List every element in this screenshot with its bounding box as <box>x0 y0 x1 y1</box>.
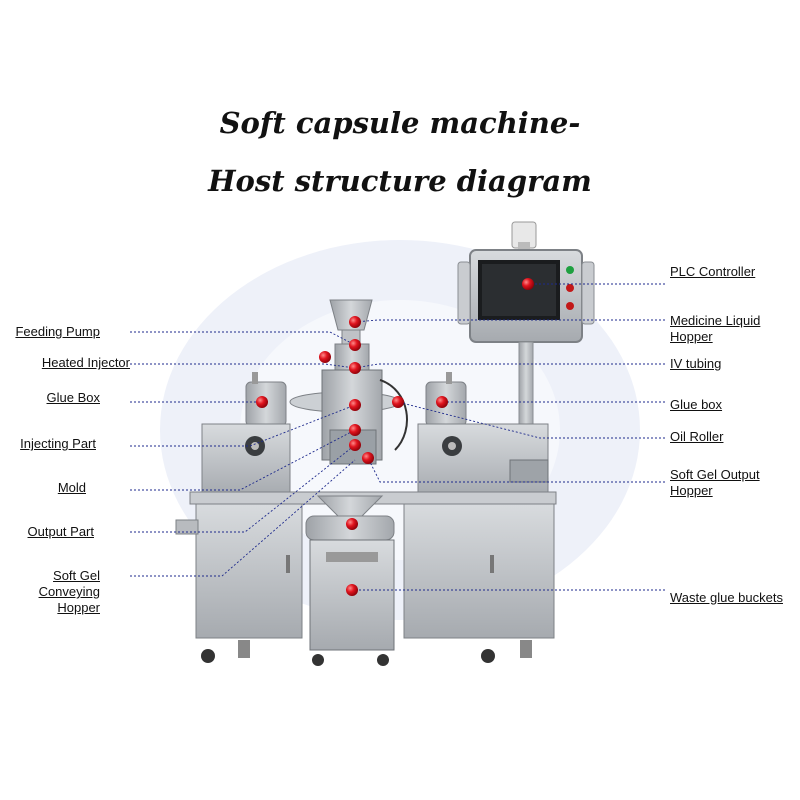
label-mold: Mold <box>57 480 86 495</box>
label-injecting-part: Injecting Part <box>20 436 96 451</box>
markers <box>256 278 534 596</box>
plc-controller-unit <box>457 221 595 463</box>
label-glue-box-right: Glue box <box>670 397 723 412</box>
leader-mold <box>130 429 356 491</box>
marker-soft-gel-output-hopper <box>362 452 374 464</box>
side-bodies <box>201 423 549 497</box>
marker-glue-box-left <box>256 396 268 408</box>
waste-glue-bucket <box>309 539 395 666</box>
leader-soft-gel-conveying-hopper <box>130 459 356 577</box>
base-cabinet <box>175 491 557 639</box>
marker-feeding-pump <box>349 339 361 351</box>
label-glue-box-left: Glue Box <box>46 390 100 405</box>
label-oil-roller: Oil Roller <box>670 429 724 444</box>
label-soft-gel-output-hopper: Soft Gel Output Hopper <box>670 467 760 498</box>
die-housing <box>289 369 408 465</box>
diagram-title-line-2: Host structure diagram <box>208 164 592 198</box>
leader-oil-roller <box>397 401 665 439</box>
marker-heated-injector <box>319 351 331 363</box>
marker-soft-gel-conveying-hopper <box>346 518 358 530</box>
leader-injecting-part <box>130 404 356 447</box>
leader-lines <box>130 283 665 591</box>
marker-medicine-liquid-hopper <box>349 316 361 328</box>
marker-iv-tubing <box>349 362 361 374</box>
diagram-title-line-1: Soft capsule machine- <box>219 106 581 140</box>
label-output-part: Output Part <box>27 524 94 539</box>
marker-plc-controller <box>522 278 534 290</box>
label-plc-controller: PLC Controller <box>670 264 756 279</box>
label-iv-tubing: IV tubing <box>670 356 722 371</box>
label-soft-gel-conveying-hopper: Soft Gel Conveying Hopper <box>38 568 100 615</box>
label-medicine-liquid-hopper: Medicine Liquid Hopper <box>670 313 761 344</box>
leader-soft-gel-output-hopper <box>367 457 665 483</box>
marker-output-part <box>349 439 361 451</box>
marker-glue-box-right <box>436 396 448 408</box>
marker-injecting-part <box>349 399 361 411</box>
marker-mold <box>349 424 361 436</box>
leader-output-part <box>130 444 356 533</box>
marker-waste-glue-buckets <box>346 584 358 596</box>
label-heated-injector: Heated Injector <box>41 355 130 370</box>
marker-oil-roller <box>392 396 404 408</box>
leader-heated-injector <box>130 363 356 369</box>
label-feeding-pump: Feeding Pump <box>15 324 100 339</box>
casters <box>201 640 532 663</box>
label-waste-glue-buckets: Waste glue buckets <box>670 590 783 605</box>
leader-feeding-pump <box>130 331 356 346</box>
